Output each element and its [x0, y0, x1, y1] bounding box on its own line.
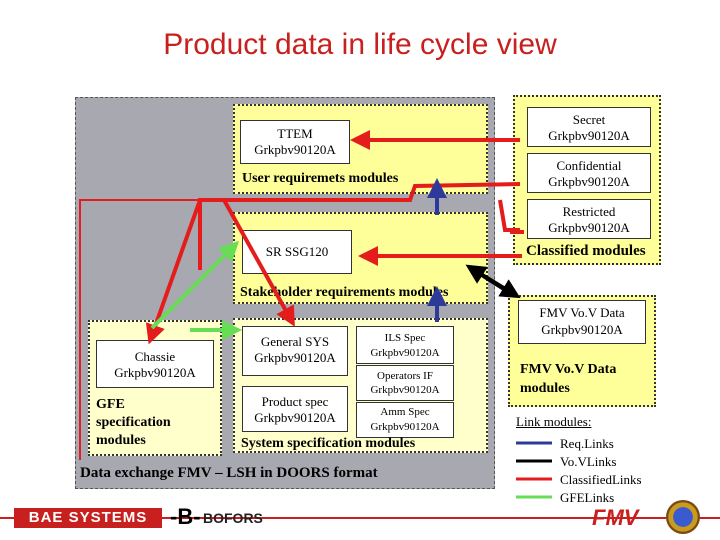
red-link-upper-frame: [79, 199, 200, 460]
ttem-id: Grkpbv90120A: [254, 142, 336, 157]
confidential-name: Confidential: [556, 158, 622, 173]
restricted-name: Restricted: [562, 204, 616, 219]
fmv-vov-id: Grkpbv90120A: [541, 322, 623, 337]
gfe-label-1: GFE: [96, 397, 125, 412]
chassie-id: Grkpbv90120A: [114, 365, 196, 380]
gfe-label-3: modules: [96, 433, 146, 448]
operators-if-module[interactable]: [356, 365, 454, 401]
chassie-module[interactable]: [96, 340, 214, 388]
green-link-up: [150, 240, 240, 330]
fmv-vov-label-2: modules: [520, 381, 570, 396]
classified-label: Classified modules: [526, 243, 646, 259]
red-link-down-chassie: [145, 199, 202, 345]
secret-module[interactable]: [527, 107, 651, 147]
amm-spec-module[interactable]: [356, 402, 454, 438]
sr-ssg-name: SR SSG120: [265, 244, 329, 259]
gfe-label-2: specification: [96, 415, 171, 430]
legend-classified-links: ClassifiedLinks: [560, 472, 642, 487]
confidential-id: Grkpbv90120A: [548, 174, 630, 189]
red-link-down-general: [222, 199, 295, 327]
restricted-id: Grkpbv90120A: [548, 220, 630, 235]
red-link-to-chassie: [80, 200, 200, 230]
operators-if-id: Grkpbv90120A: [370, 384, 440, 396]
amm-spec-name: Amm Spec: [380, 406, 430, 418]
ils-spec-name: ILS Spec: [384, 332, 426, 344]
secret-name: Secret: [572, 112, 606, 127]
legend-gfe-links: GFELinks: [560, 490, 615, 505]
red-link-restricted-path: [198, 199, 520, 270]
bofors-text: BOFORS: [203, 510, 263, 526]
legend-title: Link modules:: [516, 414, 592, 429]
restricted-module[interactable]: [527, 199, 651, 239]
product-spec-id: Grkpbv90120A: [254, 410, 336, 425]
bae-systems-text: BAE SYSTEMS: [28, 509, 148, 526]
user-requirements-label: User requiremets modules: [242, 171, 399, 186]
product-spec-module[interactable]: [242, 386, 348, 432]
bofors-logo-mark: -B-: [170, 504, 201, 529]
footer: BAE SYSTEMS -B- BOFORS FMV: [0, 500, 720, 540]
fmv-logo: FMV: [592, 505, 639, 530]
general-sys-module[interactable]: [242, 326, 348, 376]
ttem-module[interactable]: [240, 120, 350, 164]
ils-spec-id: Grkpbv90120A: [370, 347, 440, 359]
ils-spec-module[interactable]: [356, 326, 454, 364]
red-link-confidential-path: [198, 182, 521, 232]
operators-if-name: Operators IF: [377, 370, 433, 382]
confidential-module[interactable]: [527, 153, 651, 193]
system-spec-label: System specification modules: [241, 436, 416, 451]
stakeholder-label: Stakeholder requirements modules: [240, 285, 449, 300]
product-spec-name: Product spec: [261, 394, 329, 409]
fmv-vov-name: FMV Vo.V Data: [539, 305, 625, 320]
crown-icon: [666, 500, 700, 534]
general-sys-id: Grkpbv90120A: [254, 350, 336, 365]
fmv-vov-label-1: FMV Vo.V Data: [520, 362, 617, 377]
legend-req-links: Req.Links: [560, 436, 614, 451]
legend-vov-links: Vo.VLinks: [560, 454, 617, 469]
fmv-vov-module[interactable]: [518, 300, 646, 344]
page-title: Product data in life cycle view: [163, 28, 557, 61]
data-exchange-label: Data exchange FMV – LSH in DOORS format: [80, 465, 378, 481]
chassie-name: Chassie: [134, 349, 176, 364]
general-sys-name: General SYS: [260, 334, 330, 349]
secret-id: Grkpbv90120A: [548, 128, 630, 143]
black-link-vov-back: [472, 268, 521, 299]
ttem-name: TTEM: [277, 126, 313, 141]
bae-systems-logo: BAE SYSTEMS: [14, 508, 162, 528]
amm-spec-id: Grkpbv90120A: [370, 421, 440, 433]
